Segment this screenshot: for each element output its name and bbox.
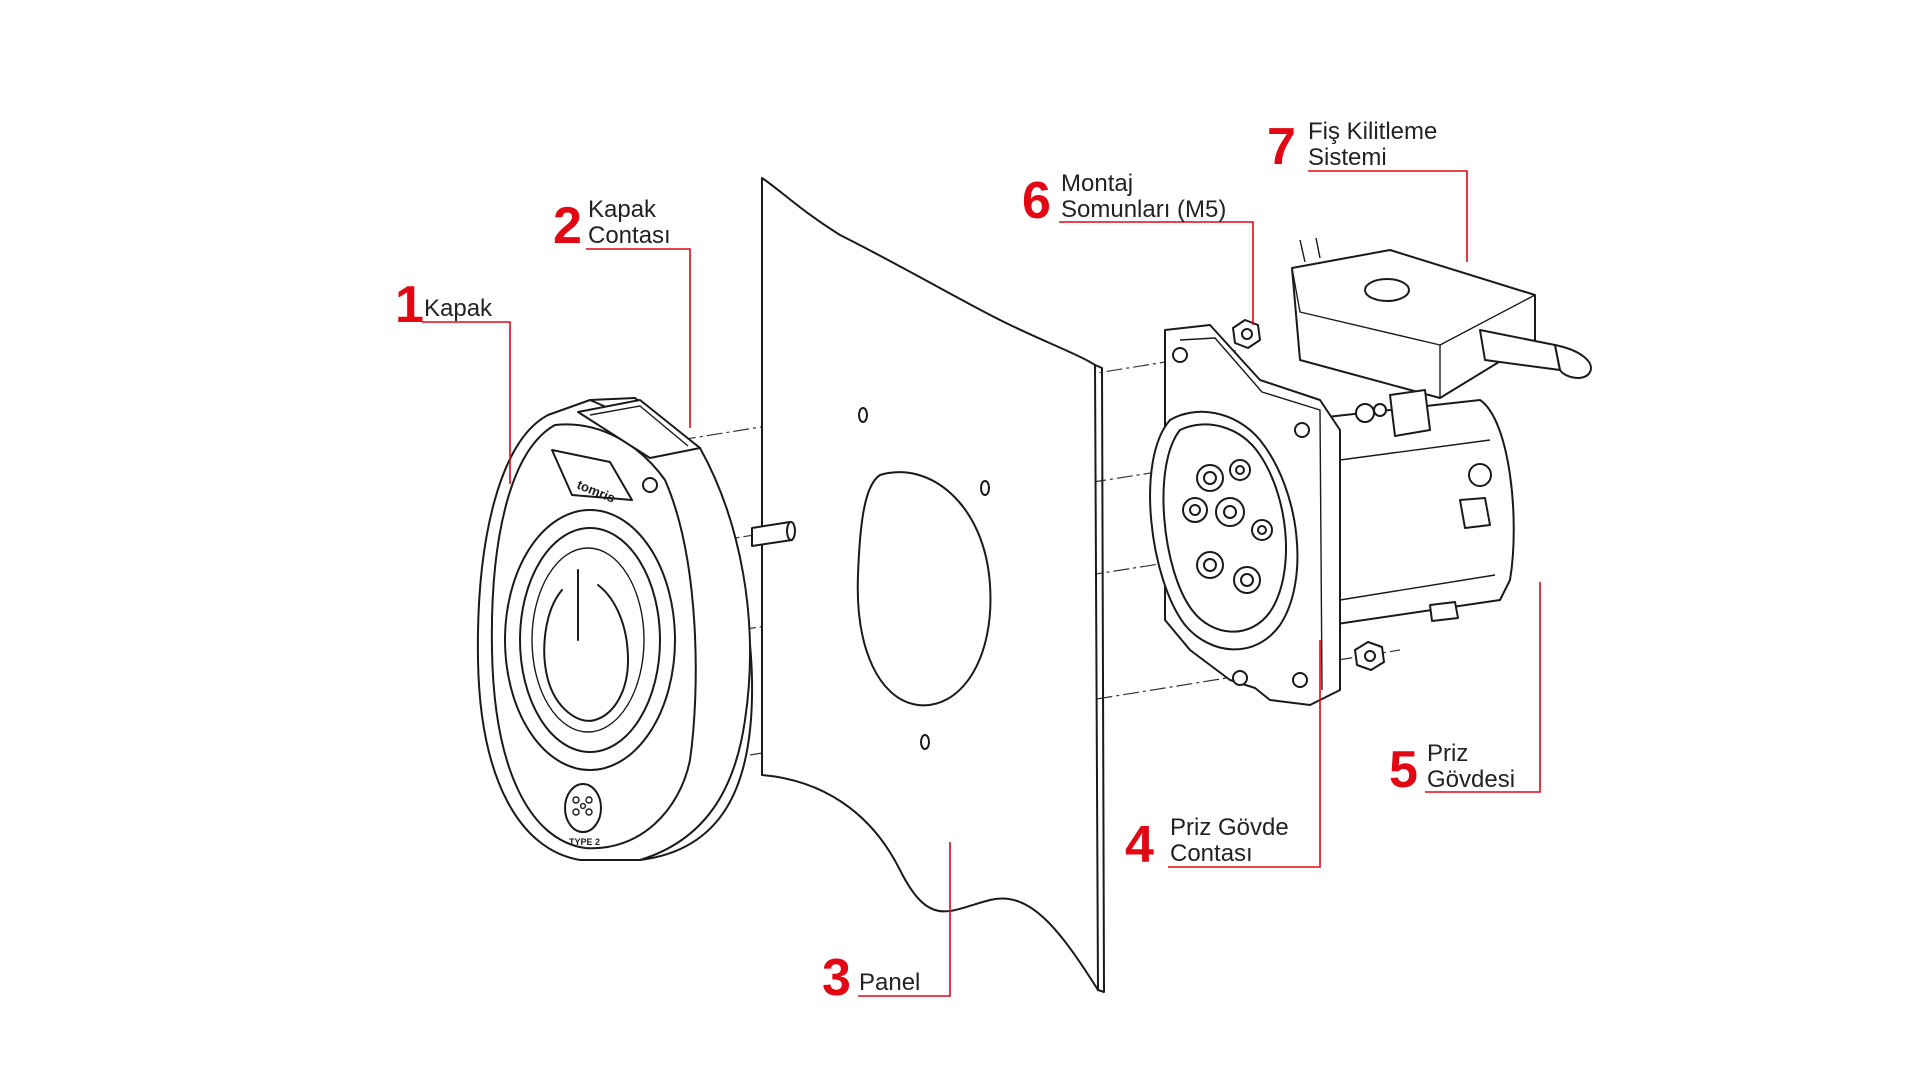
socket-pins [1182, 459, 1273, 594]
callout-label: Somunları (M5) [1061, 196, 1226, 223]
callout-3-panel: 3 Panel [822, 949, 920, 1007]
callout-4-priz-govde-contasi: 4 Priz Gövde Contası [1125, 814, 1289, 874]
mounting-nuts [1232, 319, 1385, 671]
callout-label: Contası [588, 222, 671, 249]
callout-label: Sistemi [1308, 144, 1387, 171]
callout-number: 4 [1125, 816, 1154, 874]
callout-label: Contası [1170, 840, 1253, 867]
callout-label: Priz Gövde [1170, 814, 1289, 841]
callout-number: 3 [822, 949, 851, 1007]
callout-number: 6 [1022, 172, 1051, 230]
power-icon [543, 569, 629, 722]
leader-lines [422, 170, 1541, 997]
callout-1-kapak: 1 Kapak [395, 276, 493, 334]
cover-type-text: TYPE 2 [569, 837, 600, 847]
callout-label: Priz [1427, 740, 1468, 767]
callout-number: 5 [1389, 741, 1418, 799]
callout-label: Kapak [588, 196, 657, 223]
panel [761, 177, 1105, 993]
callout-label: Kapak [424, 295, 493, 322]
type2-pin-icon [572, 796, 593, 816]
callout-number: 1 [395, 276, 424, 334]
socket-assembly [1149, 324, 1515, 706]
callout-label: Panel [859, 969, 920, 996]
callout-2-kapak-contasi: 2 Kapak Contası [553, 196, 671, 255]
callout-number: 7 [1267, 118, 1296, 176]
callout-5-priz-govdesi: 5 Priz Gövdesi [1389, 740, 1515, 799]
callout-label: Montaj [1061, 170, 1133, 197]
callout-7-fis-kilitleme-sistemi: 7 Fiş Kilitleme Sistemi [1267, 118, 1437, 176]
callout-label: Gövdesi [1427, 766, 1515, 793]
cover-assembly: tomris TYPE 2 [476, 397, 796, 861]
callout-label: Fiş Kilitleme [1308, 118, 1437, 145]
callout-6-montaj-somunlari: 6 Montaj Somunları (M5) [1022, 170, 1226, 230]
callout-number: 2 [553, 197, 582, 255]
plug-locking-system [1291, 237, 1592, 437]
